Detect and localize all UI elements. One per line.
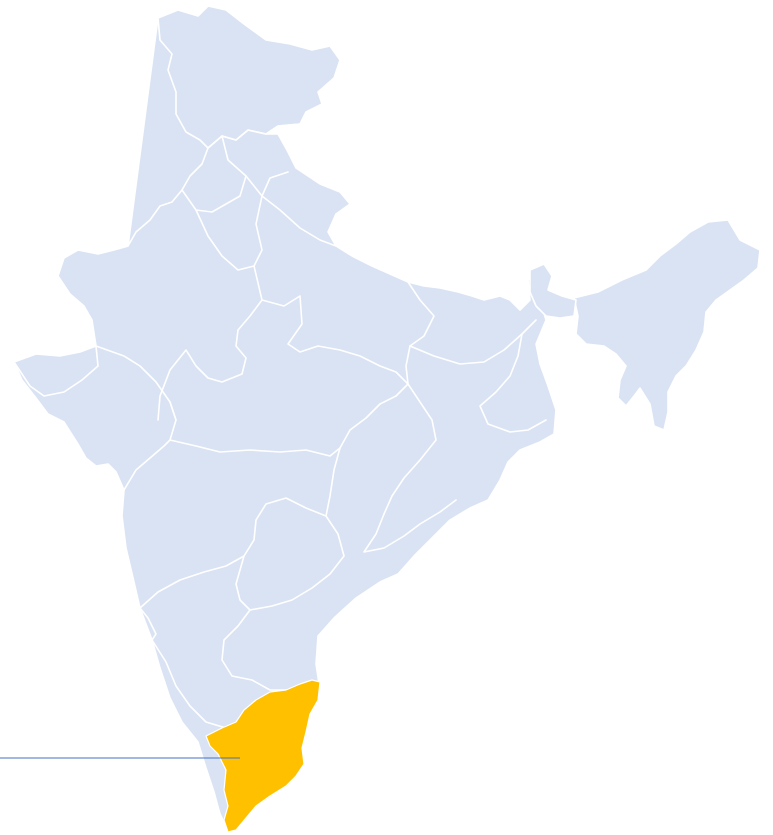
border-mp-maha (169, 401, 341, 457)
north-region (157, 5, 341, 149)
border-gujarat-maha (123, 439, 171, 491)
border-mp-cg (325, 383, 409, 517)
northeast-region (573, 219, 761, 431)
border-punjab (181, 175, 247, 213)
border-rajasthan-up (157, 265, 263, 421)
border-maha-telangana (139, 497, 327, 609)
mainland-india (13, 5, 557, 831)
sikkim-region (529, 263, 577, 319)
border-up-mp (261, 295, 409, 385)
border-up-bihar (405, 281, 435, 385)
border-jh-wb (479, 333, 547, 433)
border-karnataka-kerala (151, 639, 227, 729)
border-uk (261, 195, 337, 247)
border-cg-odisha (383, 383, 437, 515)
kutch-region (13, 345, 99, 397)
border-telangana-ap (235, 515, 345, 611)
border-goa (139, 607, 157, 641)
border-haryana (195, 195, 263, 271)
border-odisha-ap (363, 499, 457, 553)
india-landmass (13, 5, 761, 831)
tamil-nadu-highlight[interactable] (205, 679, 321, 833)
border-hp (221, 135, 289, 197)
state-borders (95, 123, 547, 729)
